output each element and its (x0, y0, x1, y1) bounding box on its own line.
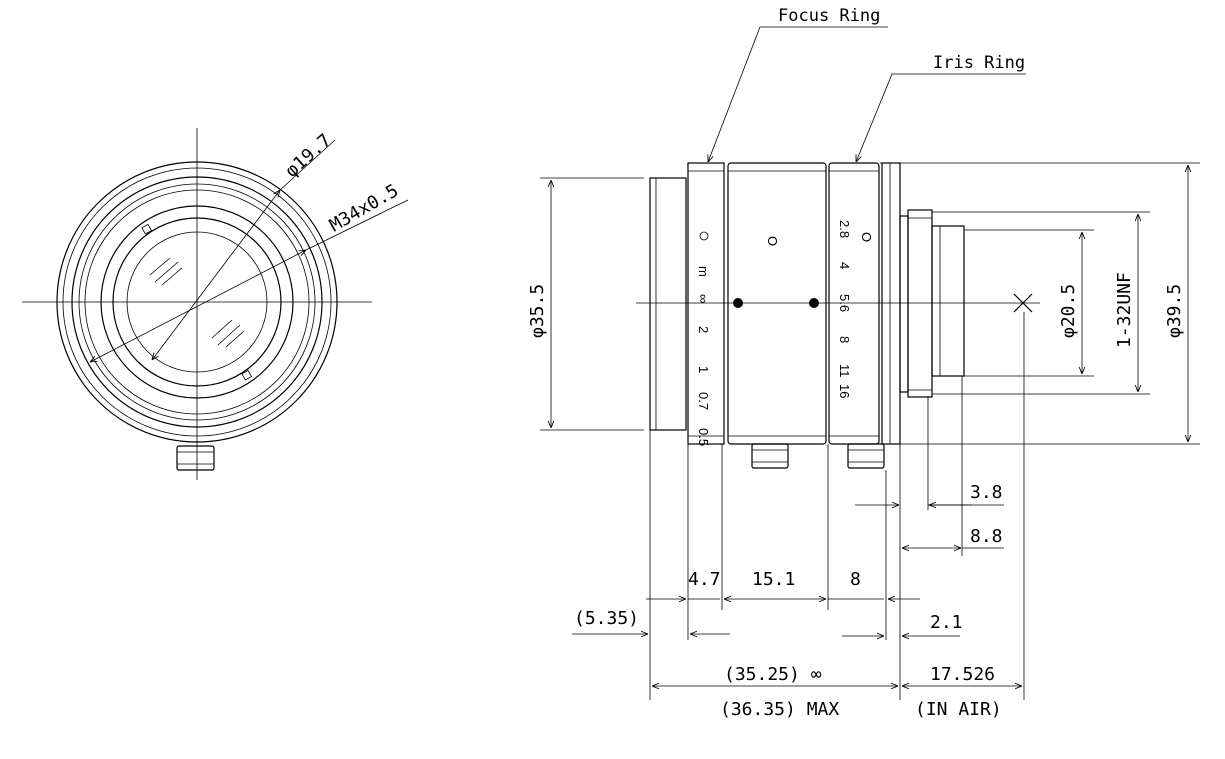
svg-text:φ20.5: φ20.5 (1058, 284, 1079, 338)
focus-ring-callout: Focus Ring (778, 6, 880, 26)
dim-36-35: (36.35) MAX (720, 699, 839, 720)
iris-index-dot (809, 298, 819, 308)
svg-text:O: O (859, 232, 874, 242)
mount-flange (899, 215, 909, 393)
dim-thread-line (90, 250, 306, 362)
dim-5-35: (5.35) (574, 608, 639, 629)
focus-lock-screw (751, 443, 789, 469)
svg-text:4: 4 (837, 262, 852, 269)
svg-text:1: 1 (696, 366, 711, 373)
iris-ring-callout: Iris Ring (933, 53, 1025, 73)
focus-index-dot (733, 298, 743, 308)
focus-scale: m ∞ 2 1 0.7 0.5 (696, 266, 711, 446)
rear-lens-tube (931, 225, 965, 377)
svg-text:φ35.5: φ35.5 (527, 284, 548, 338)
svg-text:11: 11 (837, 364, 852, 378)
svg-text:O: O (765, 236, 780, 246)
dim-15-1: 15.1 (752, 569, 795, 590)
dim-35-25: (35.25) ∞ (724, 664, 822, 685)
svg-text:2.8: 2.8 (837, 220, 852, 238)
svg-text:8: 8 (837, 336, 852, 343)
dim-8: 8 (850, 569, 861, 590)
set-screw (176, 445, 215, 471)
dim-8-8: 8.8 (970, 526, 1003, 547)
svg-text:m: m (696, 266, 711, 277)
svg-text:∞: ∞ (696, 294, 711, 303)
outer-ring (56, 161, 338, 443)
svg-text:2: 2 (696, 326, 711, 333)
c-mount-thread (907, 209, 933, 398)
svg-text:1-32UNF: 1-32UNF (1114, 272, 1135, 348)
iris-lock-screw (847, 443, 885, 469)
focus-ring-leader (708, 26, 888, 162)
svg-text:φ39.5: φ39.5 (1164, 284, 1185, 338)
front-cap (649, 177, 687, 431)
dim-3-8: 3.8 (970, 482, 1003, 503)
dim-4-7: 4.7 (688, 569, 721, 590)
svg-text:0.5: 0.5 (696, 428, 711, 446)
svg-text:0.7: 0.7 (696, 392, 711, 410)
iris-ring-leader (856, 73, 1026, 162)
label-in-air: (IN AIR) (915, 699, 1002, 720)
iris-scale: 2.8 4 5.6 8 11 16 (837, 220, 852, 398)
side-view: O O m ∞ 2 1 0.7 0.5 2.8 4 5.6 8 11 16 Fo… (527, 6, 1200, 720)
dim-17-526: 17.526 (930, 664, 995, 685)
front-view: φ19.7 M34x0.5 (22, 128, 409, 480)
svg-text:5.6: 5.6 (837, 294, 852, 312)
dim-2-1: 2.1 (930, 612, 963, 633)
focus-ring (687, 162, 725, 445)
svg-text:16: 16 (837, 384, 852, 398)
label-inner-diameter: φ19.7 (281, 130, 335, 182)
focus-ring-outline (71, 176, 323, 428)
iris-ring (828, 162, 880, 445)
rear-barrel (881, 162, 901, 445)
